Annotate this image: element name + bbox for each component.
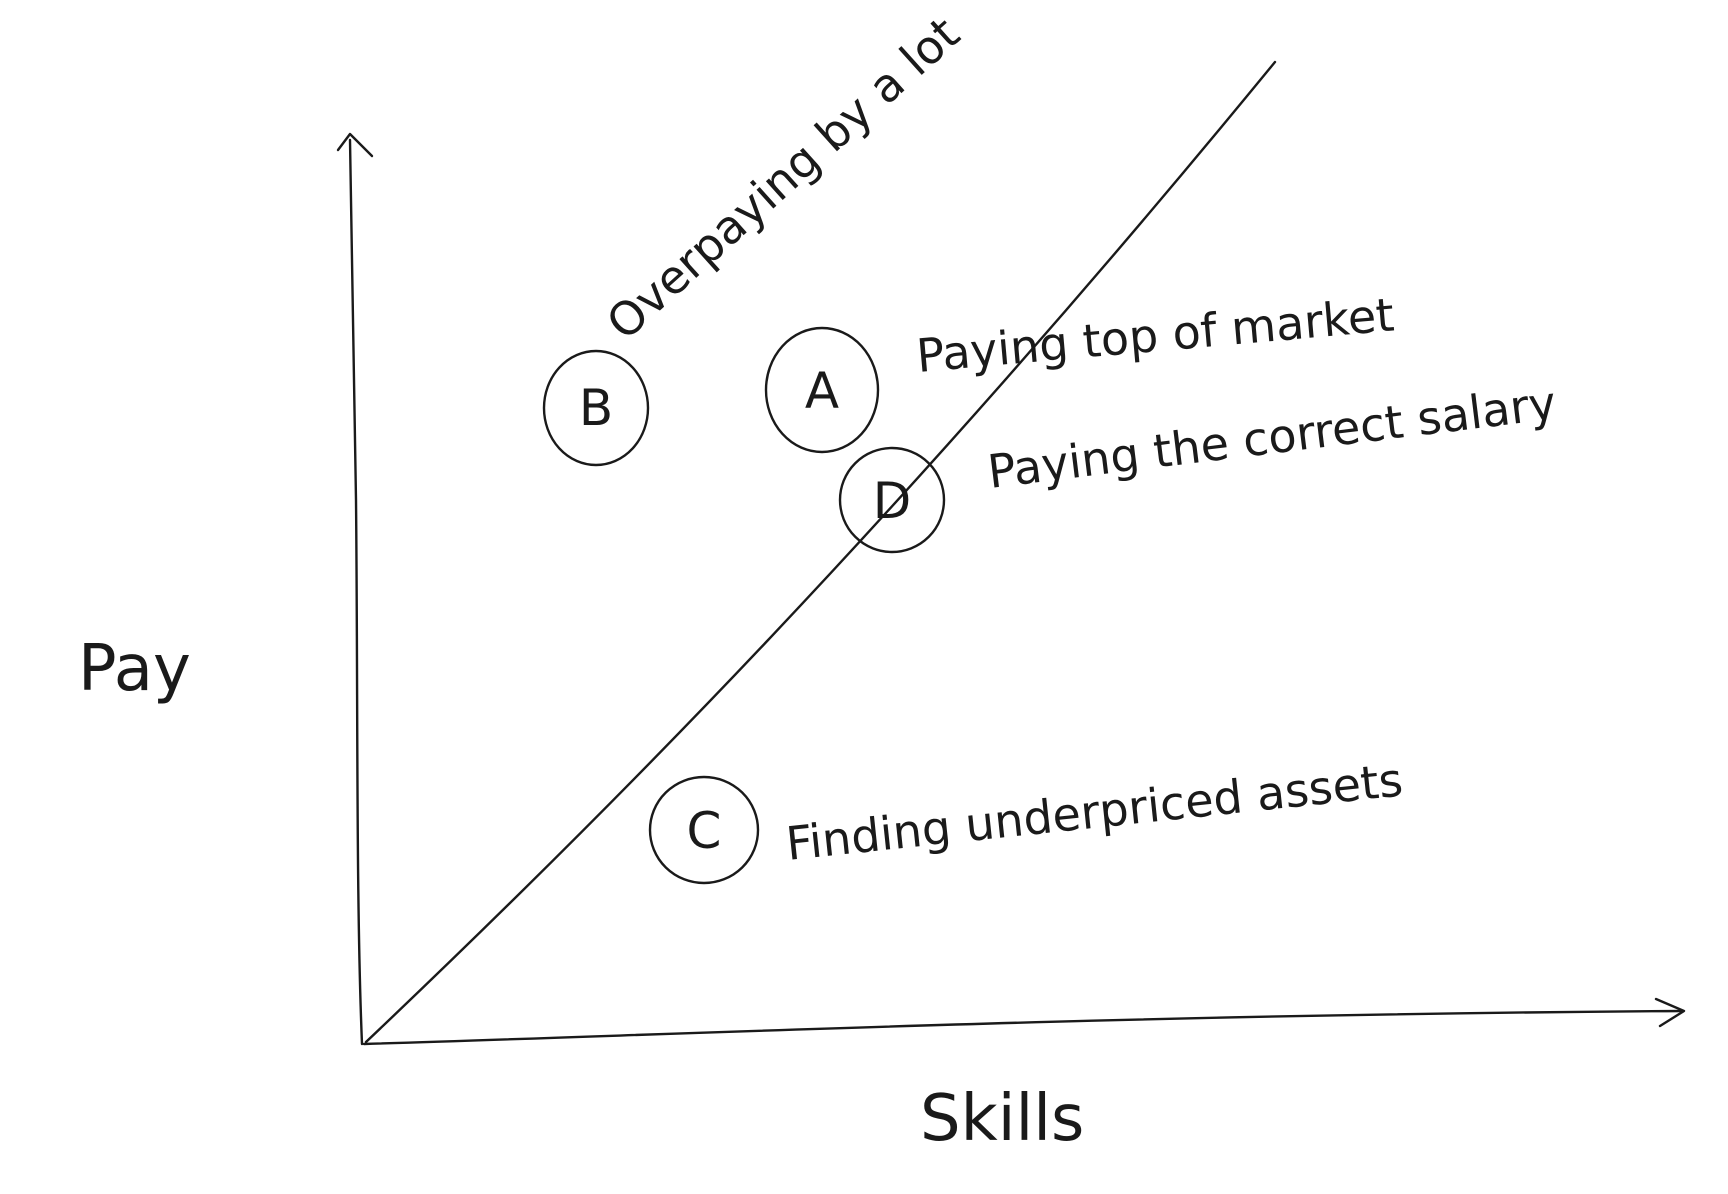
marker-b-letter: B (579, 379, 613, 437)
annotation-underpriced: Finding underpriced assets (784, 752, 1406, 870)
x-axis-arrowhead-icon (1654, 997, 1686, 1028)
marker-a: A (764, 326, 880, 454)
annotation-overpaying: Overpaying by a lot (596, 6, 969, 350)
x-axis-line (362, 1009, 1684, 1046)
y-axis-arrowhead-icon (336, 132, 374, 158)
marker-b-circle (542, 349, 650, 467)
marker-b: B (542, 349, 650, 467)
annotation-top-of-market: Paying top of market (914, 287, 1396, 383)
x-axis-label: Skills (920, 1082, 1084, 1156)
marker-d-circle (838, 446, 946, 554)
marker-c: C (648, 775, 760, 885)
marker-d: D (838, 446, 946, 554)
marker-a-letter: A (805, 362, 839, 420)
y-axis-label: Pay (78, 632, 191, 706)
marker-d-letter: D (873, 472, 912, 530)
marker-c-letter: C (687, 802, 722, 860)
marker-a-circle (764, 326, 880, 454)
y-axis-line (348, 138, 364, 1046)
marker-c-circle (648, 775, 760, 885)
annotation-correct-salary: Paying the correct salary (985, 376, 1559, 499)
diagonal-fair-pay-line (364, 60, 1277, 1044)
